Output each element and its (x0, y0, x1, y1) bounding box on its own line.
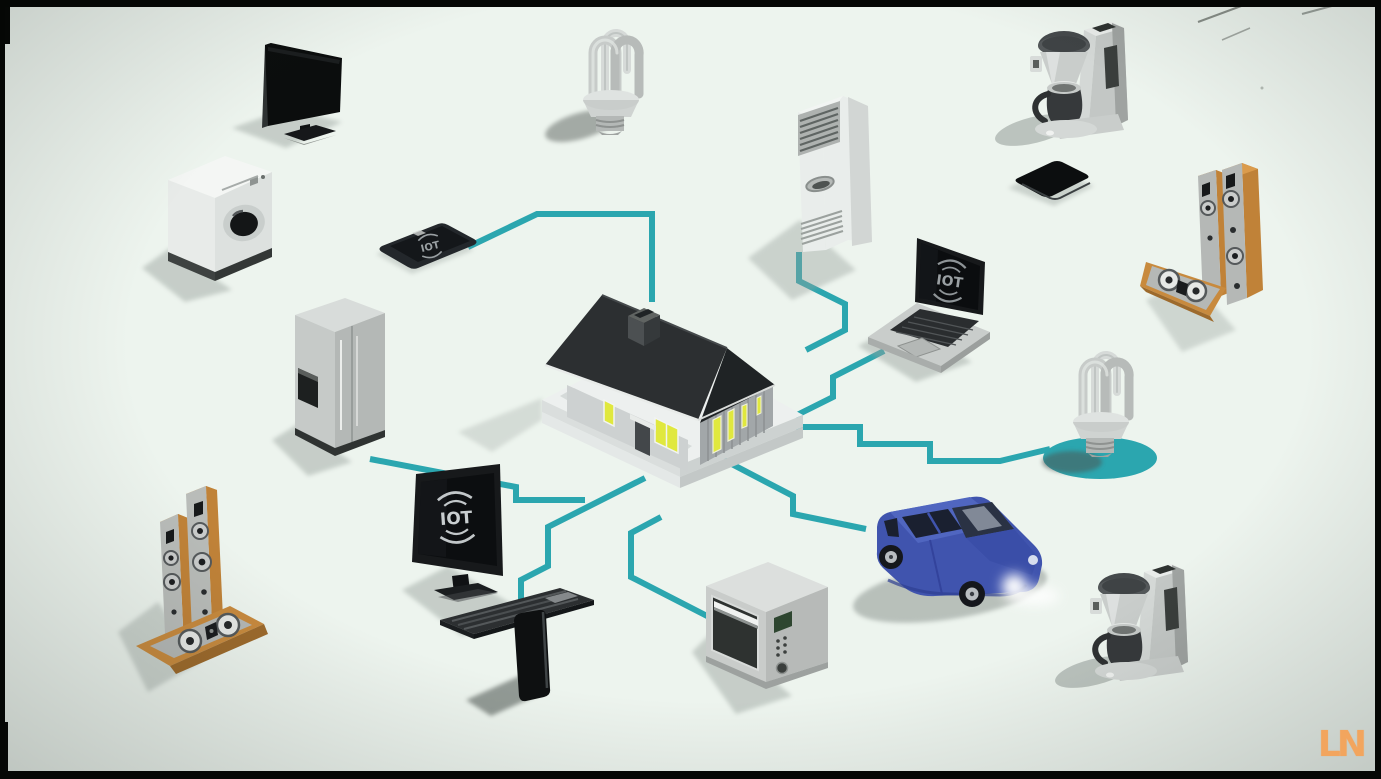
house-ground-shadow (458, 398, 542, 452)
tablet-iot: IOT (376, 223, 477, 274)
letterbox-bottom (0, 771, 1381, 779)
washing-machine (142, 156, 272, 302)
iot-logo-monitor: IOT (436, 491, 476, 544)
floor-speakers-left (118, 486, 268, 692)
flat-screen-tv (232, 43, 342, 148)
cfl-bulb-right (1042, 355, 1157, 479)
line-laptop (793, 348, 886, 419)
line-microwave (628, 514, 711, 620)
line-phone-standing (518, 475, 647, 612)
refrigerator (272, 298, 385, 476)
floor-speakers-right (1140, 163, 1263, 352)
line-car (722, 457, 867, 532)
iot-logo-tablet: IOT (417, 233, 443, 259)
coffee-maker-top-right (992, 22, 1128, 152)
smart-home-house (542, 294, 803, 488)
iot-logo-laptop: IOT (932, 259, 967, 303)
letterbox-right (1375, 0, 1381, 779)
laptop-iot: IOT (858, 238, 990, 382)
sketch-strokes (1197, 0, 1355, 90)
coffee-maker-bottom-right (1052, 564, 1188, 694)
smartphone-flat (1008, 161, 1094, 206)
ln-logo: LN (1317, 724, 1367, 765)
desktop-monitor-iot: IOT (402, 464, 594, 639)
letterbox-left (0, 0, 5, 779)
letterbox-top (0, 0, 1381, 7)
iot-text-laptop: IOT (935, 272, 964, 292)
microwave-oven (692, 562, 828, 714)
iot-text-monitor: IOT (439, 508, 473, 530)
frame-corner-top-left (0, 0, 10, 44)
iot-text-tablet: IOT (420, 240, 441, 255)
line-tablet (466, 211, 655, 302)
blue-car (853, 496, 1060, 623)
cfl-bulb-top (545, 33, 639, 142)
floor-air-conditioner (748, 96, 872, 300)
line-bulb-right (796, 424, 1051, 464)
smartphone-standing (466, 609, 551, 716)
